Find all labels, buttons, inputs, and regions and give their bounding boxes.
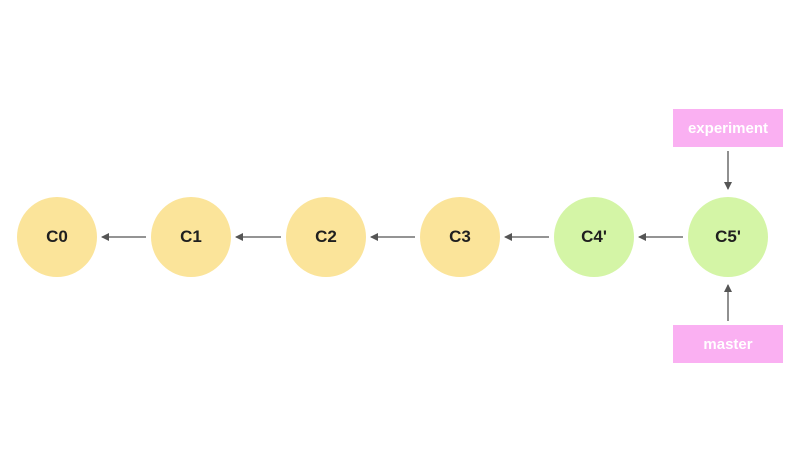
branch-label-master: master xyxy=(673,325,783,363)
commit-label: C2 xyxy=(315,227,337,246)
commit-label: C3 xyxy=(449,227,471,246)
branch-name: experiment xyxy=(687,119,769,137)
commit-node-c1: C1 xyxy=(151,197,231,277)
commit-node-c0: C0 xyxy=(17,197,97,277)
branch-label-experiment: experiment xyxy=(673,109,783,147)
commit-label: C1 xyxy=(180,227,202,246)
commit-label: C4' xyxy=(581,227,607,246)
commit-label: C5' xyxy=(715,227,741,246)
commit-node-c5-prime: C5' xyxy=(688,197,768,277)
commit-node-c4-prime: C4' xyxy=(554,197,634,277)
branch-name: master xyxy=(703,335,753,353)
commit-node-c3: C3 xyxy=(420,197,500,277)
commit-label: C0 xyxy=(46,227,68,246)
commit-node-c2: C2 xyxy=(286,197,366,277)
